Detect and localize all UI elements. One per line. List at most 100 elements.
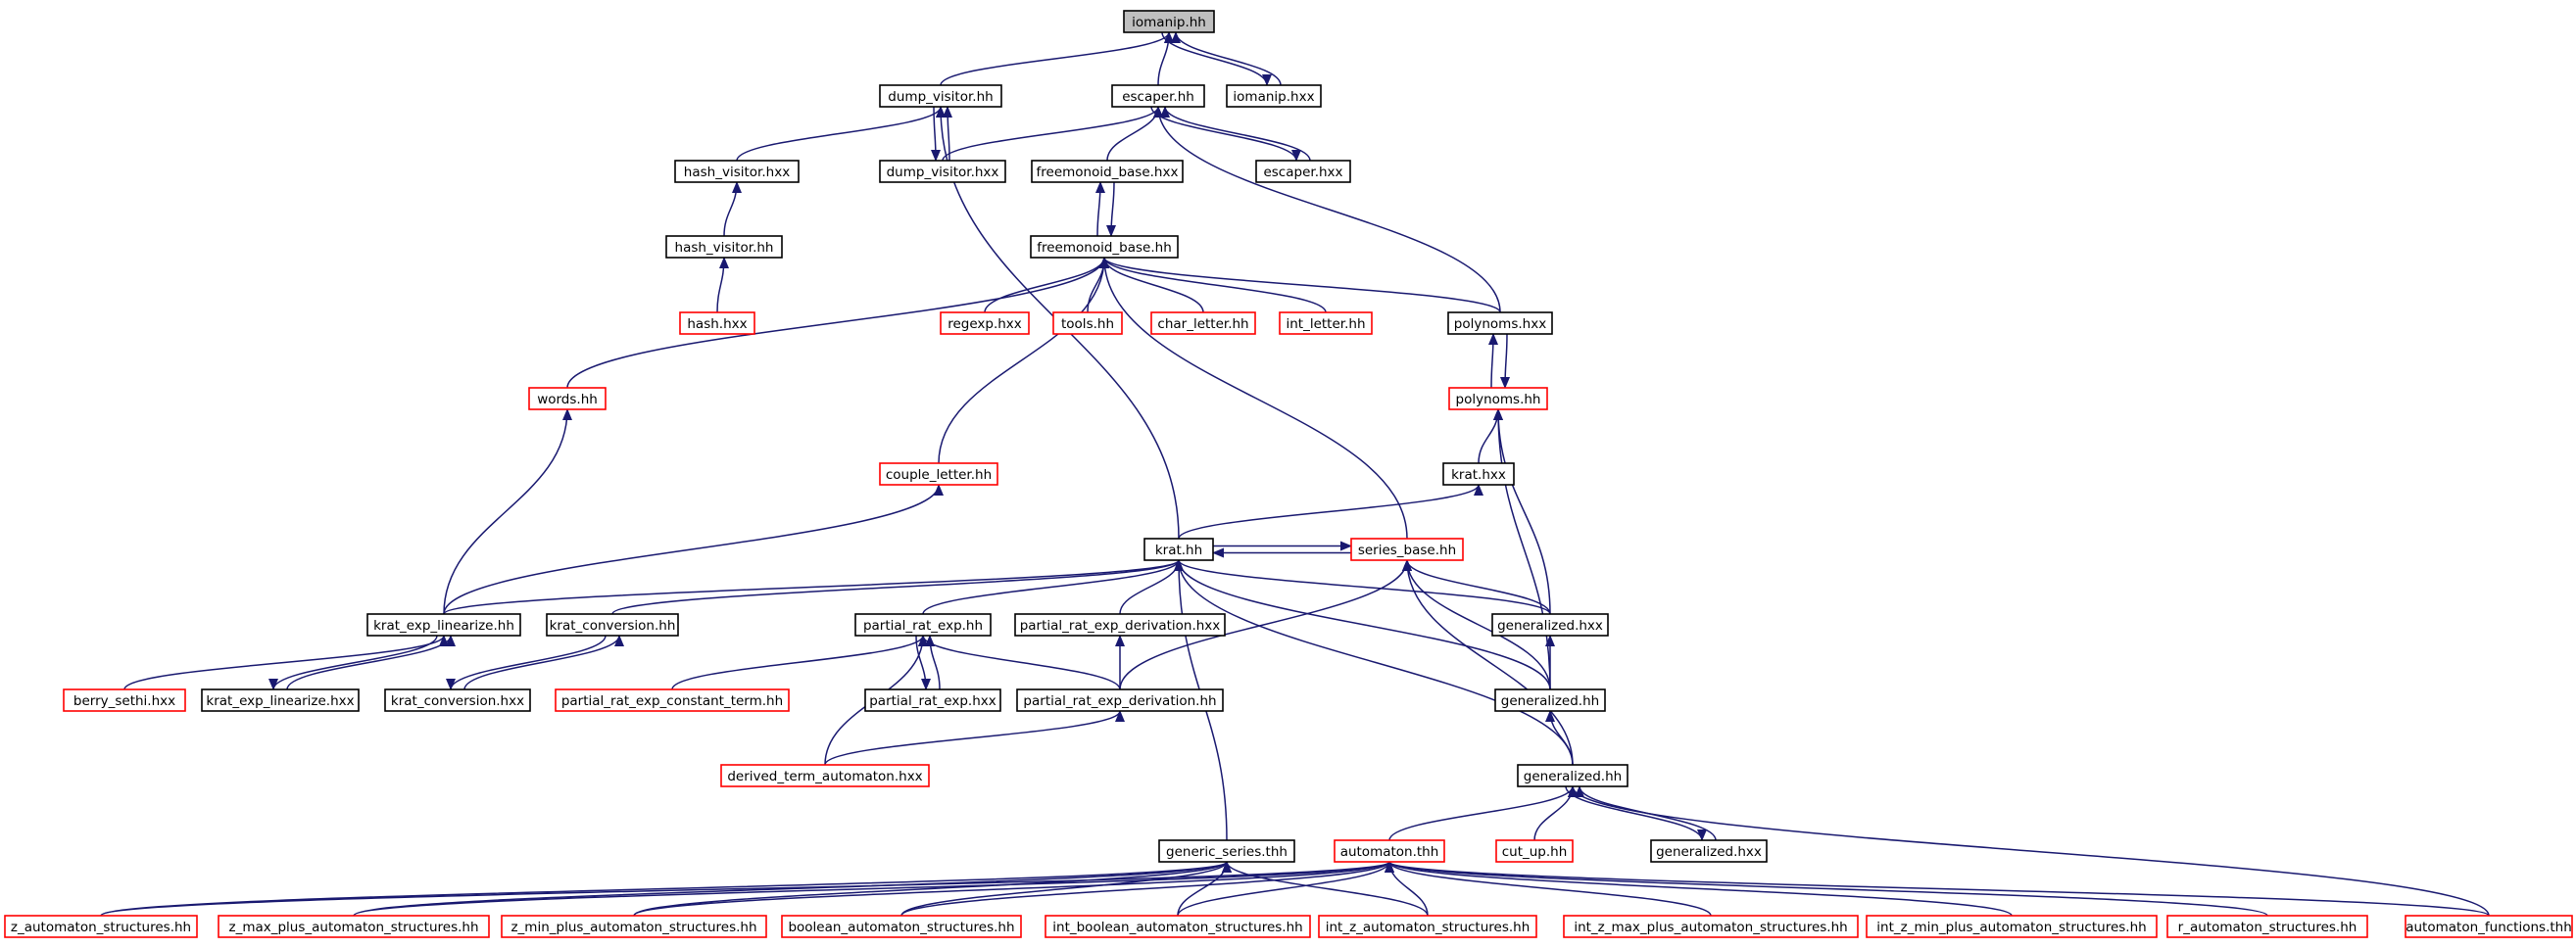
edge-hash-hxx-to-hash-visitor-hh <box>716 257 729 313</box>
edge-freemonoid-base-hxx-to-freemonoid-base-hh <box>1106 181 1117 237</box>
node-layer: iomanip.hh dump_visitor.hh escaper.hh ioman… <box>4 10 2573 938</box>
edge-int-z-automaton-structures-hh-to-generic-series-thh <box>1222 861 1429 917</box>
node-cut-up-hh[interactable]: cut_up.hh <box>1495 839 1574 863</box>
node-box <box>854 613 992 637</box>
node-label: automaton_functions.thh <box>2406 920 2572 935</box>
node-krat-hh[interactable]: krat.hh <box>1143 538 1214 561</box>
node-int-z-automaton-structures-hh[interactable]: int_z_automaton_structures.hh <box>1318 915 1537 938</box>
node-label: escaper.hh <box>1122 89 1194 105</box>
node-polynoms-hxx[interactable]: polynoms.hxx <box>1447 311 1553 335</box>
node-box <box>2405 915 2573 938</box>
node-krat-conversion-hxx[interactable]: krat_conversion.hxx <box>384 688 531 712</box>
edge-hash-visitor-hh-to-hash-visitor-hxx <box>723 181 742 237</box>
edge-generalized-hh-a-to-krat-hh <box>1174 559 1551 690</box>
node-krat-conversion-hh[interactable]: krat_conversion.hh <box>546 613 679 637</box>
node-couple-letter-hh[interactable]: couple_letter.hh <box>879 462 998 486</box>
node-partial-rat-exp-derivation-hxx[interactable]: partial_rat_exp_derivation.hxx <box>1014 613 1226 637</box>
node-escaper-hh[interactable]: escaper.hh <box>1111 84 1205 108</box>
node-label: krat_conversion.hh <box>550 618 676 634</box>
node-partial-rat-exp-constant-term-hh[interactable]: partial_rat_exp_constant_term.hh <box>555 688 790 712</box>
node-label: int_boolean_automaton_structures.hh <box>1052 920 1302 935</box>
edge-iomanip-hxx-to-iomanip-hh <box>1171 31 1282 86</box>
node-freemonoid-base-hxx[interactable]: freemonoid_base.hxx <box>1031 160 1184 183</box>
node-label: polynoms.hh <box>1456 392 1541 407</box>
node-generalized-hh-a[interactable]: generalized.hh <box>1494 688 1606 712</box>
node-label: berry_sethi.hxx <box>73 693 175 709</box>
node-box <box>528 387 607 410</box>
edge-escaper-hh-to-escaper-hxx <box>1150 106 1301 162</box>
node-z-automaton-structures-hh[interactable]: z_automaton_structures.hh <box>4 915 198 938</box>
node-label: dump_visitor.hh <box>888 89 993 105</box>
node-automaton-functions-thh[interactable]: automaton_functions.thh <box>2405 915 2573 938</box>
node-z-min-plus-automaton-structures-hh[interactable]: z_min_plus_automaton_structures.hh <box>501 915 767 938</box>
node-box <box>1123 10 1215 33</box>
node-krat-exp-linearize-hxx[interactable]: krat_exp_linearize.hxx <box>201 688 360 712</box>
node-iomanip-hxx[interactable]: iomanip.hxx <box>1226 84 1322 108</box>
node-box <box>4 915 198 938</box>
node-hash-visitor-hh[interactable]: hash_visitor.hh <box>665 235 783 259</box>
node-escaper-hxx[interactable]: escaper.hxx <box>1255 160 1351 183</box>
node-box <box>864 688 1001 712</box>
node-int-letter-hh[interactable]: int_letter.hh <box>1279 311 1373 335</box>
node-label: int_z_automaton_structures.hh <box>1326 920 1531 935</box>
node-char-letter-hh[interactable]: char_letter.hh <box>1150 311 1256 335</box>
node-hash-visitor-hxx[interactable]: hash_visitor.hxx <box>674 160 800 183</box>
edge-cut-up-hh-to-generalized-hh-b <box>1533 785 1578 841</box>
node-generic-series-thh[interactable]: generic_series.thh <box>1158 839 1295 863</box>
node-generalized-hxx-b[interactable]: generalized.hxx <box>1650 839 1768 863</box>
node-label: iomanip.hh <box>1132 15 1206 30</box>
node-freemonoid-base-hh[interactable]: freemonoid_base.hh <box>1030 235 1179 259</box>
edge-dump-visitor-hxx-to-dump-visitor-hh <box>943 106 953 162</box>
edge-couple-letter-hh-to-freemonoid-base-hh <box>938 257 1109 464</box>
node-label: polynoms.hxx <box>1454 316 1546 332</box>
node-boolean-automaton-structures-hh[interactable]: boolean_automaton_structures.hh <box>781 915 1022 938</box>
node-partial-rat-exp-hh[interactable]: partial_rat_exp.hh <box>854 613 992 637</box>
node-partial-rat-exp-hxx[interactable]: partial_rat_exp.hxx <box>864 688 1001 712</box>
node-automaton-thh[interactable]: automaton.thh <box>1334 839 1445 863</box>
node-words-hh[interactable]: words.hh <box>528 387 607 410</box>
node-generalized-hxx-a[interactable]: generalized.hxx <box>1491 613 1609 637</box>
edge-polynoms-hxx-to-freemonoid-base-hh <box>1099 257 1501 313</box>
edge-z-automaton-structures-hh-to-generic-series-thh <box>100 861 1232 917</box>
node-dump-visitor-hxx[interactable]: dump_visitor.hxx <box>879 160 1006 183</box>
node-polynoms-hh[interactable]: polynoms.hh <box>1448 387 1548 410</box>
edge-krat-exp-linearize-hh-to-couple-letter-hh <box>443 484 944 615</box>
node-generalized-hh-b[interactable]: generalized.hh <box>1517 764 1628 787</box>
node-int-z-max-plus-automaton-structures-hh[interactable]: int_z_max_plus_automaton_structures.hh <box>1563 915 1859 938</box>
node-series-base-hh[interactable]: series_base.hh <box>1350 538 1464 561</box>
node-krat-hxx[interactable]: krat.hxx <box>1442 462 1515 486</box>
node-box <box>63 688 186 712</box>
node-box <box>1650 839 1768 863</box>
node-berry-sethi-hxx[interactable]: berry_sethi.hxx <box>63 688 186 712</box>
node-label: hash.hxx <box>687 316 747 332</box>
node-partial-rat-exp-derivation-hh[interactable]: partial_rat_exp_derivation.hh <box>1016 688 1224 712</box>
node-label: series_base.hh <box>1358 543 1456 558</box>
node-box <box>1563 915 1859 938</box>
node-label: generalized.hh <box>1501 693 1599 709</box>
node-hash-hxx[interactable]: hash.hxx <box>679 311 755 335</box>
edge-int-boolean-automaton-structures-hh-to-automaton-thh <box>1177 861 1394 917</box>
node-label: generalized.hxx <box>1497 618 1603 634</box>
node-box <box>501 915 767 938</box>
edge-iomanip-hh-to-iomanip-hxx <box>1161 31 1272 86</box>
node-box <box>1150 311 1256 335</box>
edge-generalized-hh-a-to-series-base-hh <box>1402 559 1551 690</box>
node-regexp-hxx[interactable]: regexp.hxx <box>940 311 1030 335</box>
edge-freemonoid-base-hh-to-freemonoid-base-hxx <box>1094 181 1105 237</box>
node-int-boolean-automaton-structures-hh[interactable]: int_boolean_automaton_structures.hh <box>1045 915 1311 938</box>
node-label: dump_visitor.hxx <box>887 165 999 180</box>
edge-krat-exp-linearize-hh-to-words-hh <box>443 408 572 615</box>
node-r-automaton-structures-hh[interactable]: r_automaton_structures.hh <box>2166 915 2368 938</box>
node-krat-exp-linearize-hh[interactable]: krat_exp_linearize.hh <box>366 613 521 637</box>
node-iomanip-hh[interactable]: iomanip.hh <box>1123 10 1215 33</box>
node-label: krat_exp_linearize.hh <box>373 618 514 634</box>
edge-z-min-plus-automaton-structures-hh-to-automaton-thh <box>633 861 1394 917</box>
node-z-max-plus-automaton-structures-hh[interactable]: z_max_plus_automaton_structures.hh <box>218 915 490 938</box>
node-dump-visitor-hh[interactable]: dump_visitor.hh <box>879 84 1002 108</box>
node-label: hash_visitor.hxx <box>684 165 790 180</box>
node-int-z-min-plus-automaton-structures-hh[interactable]: int_z_min_plus_automaton_structures.hh <box>1866 915 2158 938</box>
node-derived-term-automaton-hxx[interactable]: derived_term_automaton.hxx <box>720 764 930 787</box>
node-tools-hh[interactable]: tools.hh <box>1052 311 1123 335</box>
edge-int-letter-hh-to-freemonoid-base-hh <box>1099 257 1327 313</box>
